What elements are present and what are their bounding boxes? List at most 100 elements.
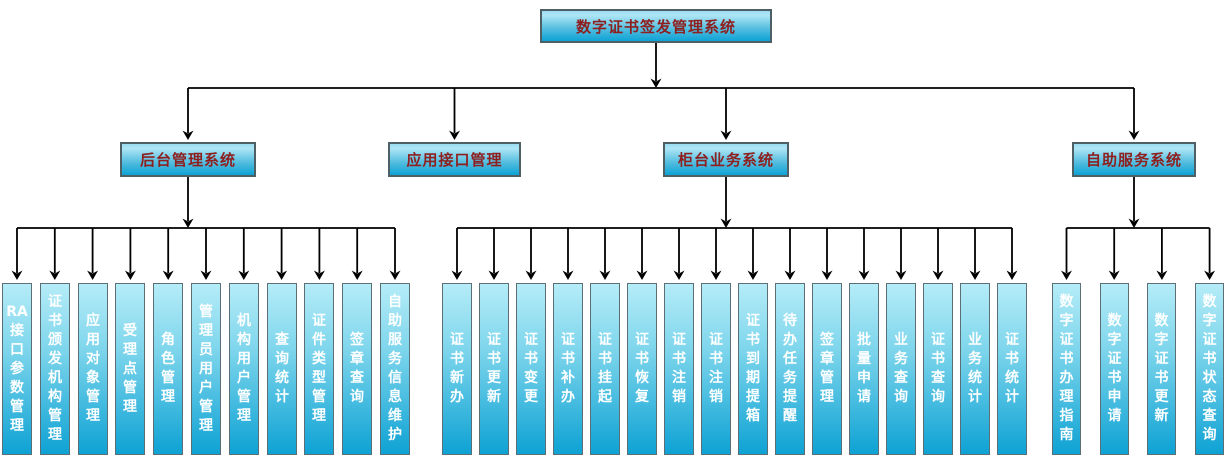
module-box: 机构用户管理 [229,283,259,455]
module-label-char: 计 [275,389,289,405]
module-label-char: 构 [237,332,251,348]
module-label-char: 待 [783,313,797,329]
module-box: 应用对象管理 [78,283,108,455]
module-label-char: 证 [598,332,612,348]
module-label-char: 办 [783,332,797,348]
module-label-char: 销 [672,389,686,405]
module-label-char: 参 [10,360,24,377]
module-label-char: 理 [237,408,251,424]
module-label-char: 证 [635,332,649,348]
module-box: 自助服务信息维护 [380,283,410,455]
module-label-char: 证 [1005,332,1019,348]
module-label-char: 象 [86,370,100,386]
module-label-char: 统 [1005,370,1019,386]
module-label-char: 理 [161,389,175,405]
module-label-char: 理 [199,322,213,339]
node-label: 应用接口管理 [406,151,503,169]
module-label-char: 字 [1059,313,1074,329]
module-label-char: 数 [10,379,24,396]
module-label-char: 字 [1107,332,1122,348]
module-label-char: 证 [672,332,686,348]
module-label-char: 更 [1154,389,1169,405]
module-label-char: 更 [524,389,538,405]
module-label-char: 管 [48,408,62,424]
module-label-char: 计 [1005,389,1019,405]
module-label-char: 量 [857,351,871,367]
module-label-char: 办 [1059,370,1074,386]
module-label-char: 书 [1005,351,1019,367]
module-label-char: 批 [857,332,871,348]
module-box: 签章管理 [812,283,842,455]
module-label-char: 息 [388,389,402,405]
module-label-char: 章 [820,351,834,367]
module-box: 证书注销 [664,283,694,455]
module-label-char: 复 [635,389,649,405]
module-label-char: 补 [561,370,575,386]
module-label-char: 机 [48,370,62,386]
module-label-char: 箱 [746,408,760,424]
module-label-char: 证 [1154,351,1169,367]
module-label-char: 统 [275,370,289,386]
module-label-char: 变 [524,370,538,386]
module-box: 证书变更 [516,283,546,455]
module-label-char: 管 [199,398,213,415]
module-label-char: 发 [48,351,62,367]
module-label-char: 证 [561,332,575,348]
module-label-char: 型 [312,370,326,386]
system-box-app-interface: 应用接口管理 [388,142,521,177]
module-label-char: 新 [450,370,464,386]
module-label-char: 南 [1059,427,1074,443]
module-label-char: 书 [672,351,686,367]
module-label-char: 证 [487,332,501,348]
system-box-self-service: 自助服务系统 [1072,142,1196,177]
module-label-char: 理 [312,408,326,424]
module-label-char: 业 [894,332,908,348]
module-box: 证书查询 [923,283,953,455]
module-label-char: 计 [968,389,982,405]
module-label-char: 书 [1154,370,1169,386]
module-label-char: 询 [350,389,364,405]
module-label-char: 书 [48,313,62,329]
module-label-char: 指 [1059,408,1074,424]
module-label-char: 证 [746,313,760,329]
module-label-char: 提 [783,389,797,405]
module-label-char: 件 [312,332,326,348]
module-label-char: 书 [1059,351,1074,367]
module-label-char: 证 [524,332,538,348]
module-box: 证书恢复 [627,283,657,455]
module-label-char: 管 [199,303,213,320]
module-label-char: 书 [746,332,760,348]
module-label-char: 证 [450,332,464,348]
module-label-char: 点 [123,360,137,377]
module-label-char: 员 [199,341,213,358]
module-box: 受理点管理 [115,283,145,455]
module-label-char: 书 [598,351,612,367]
module-label-char: 提 [746,389,760,405]
module-box: 批量申请 [849,283,879,455]
module-label-char: 数 [1107,313,1122,329]
module-label-char: 查 [350,370,364,386]
module-label-char: 理 [820,389,834,405]
module-label-char: 管 [10,398,24,415]
module-box: 证书挂起 [590,283,620,455]
module-label-char: 态 [1202,389,1217,405]
module-label-char: 角 [161,332,175,348]
module-label-char: 新 [1154,408,1169,424]
module-label-char: 请 [857,389,871,405]
module-label-char: 管 [86,389,100,405]
module-label-char: 用 [199,360,213,377]
module-label-char: 销 [709,389,723,405]
module-label-char: 业 [968,332,982,348]
module-label-char: 受 [123,322,137,339]
module-label-char: 醒 [783,408,797,424]
module-label-char: 起 [598,389,612,405]
module-box: 证书更新 [479,283,509,455]
module-label-char: 管 [820,370,834,386]
module-label-char: 查 [931,370,945,386]
module-label-char: 询 [931,389,945,405]
module-label-char: RA [6,303,28,320]
module-label-char: 务 [783,370,797,386]
module-label-char: 证 [48,294,62,310]
